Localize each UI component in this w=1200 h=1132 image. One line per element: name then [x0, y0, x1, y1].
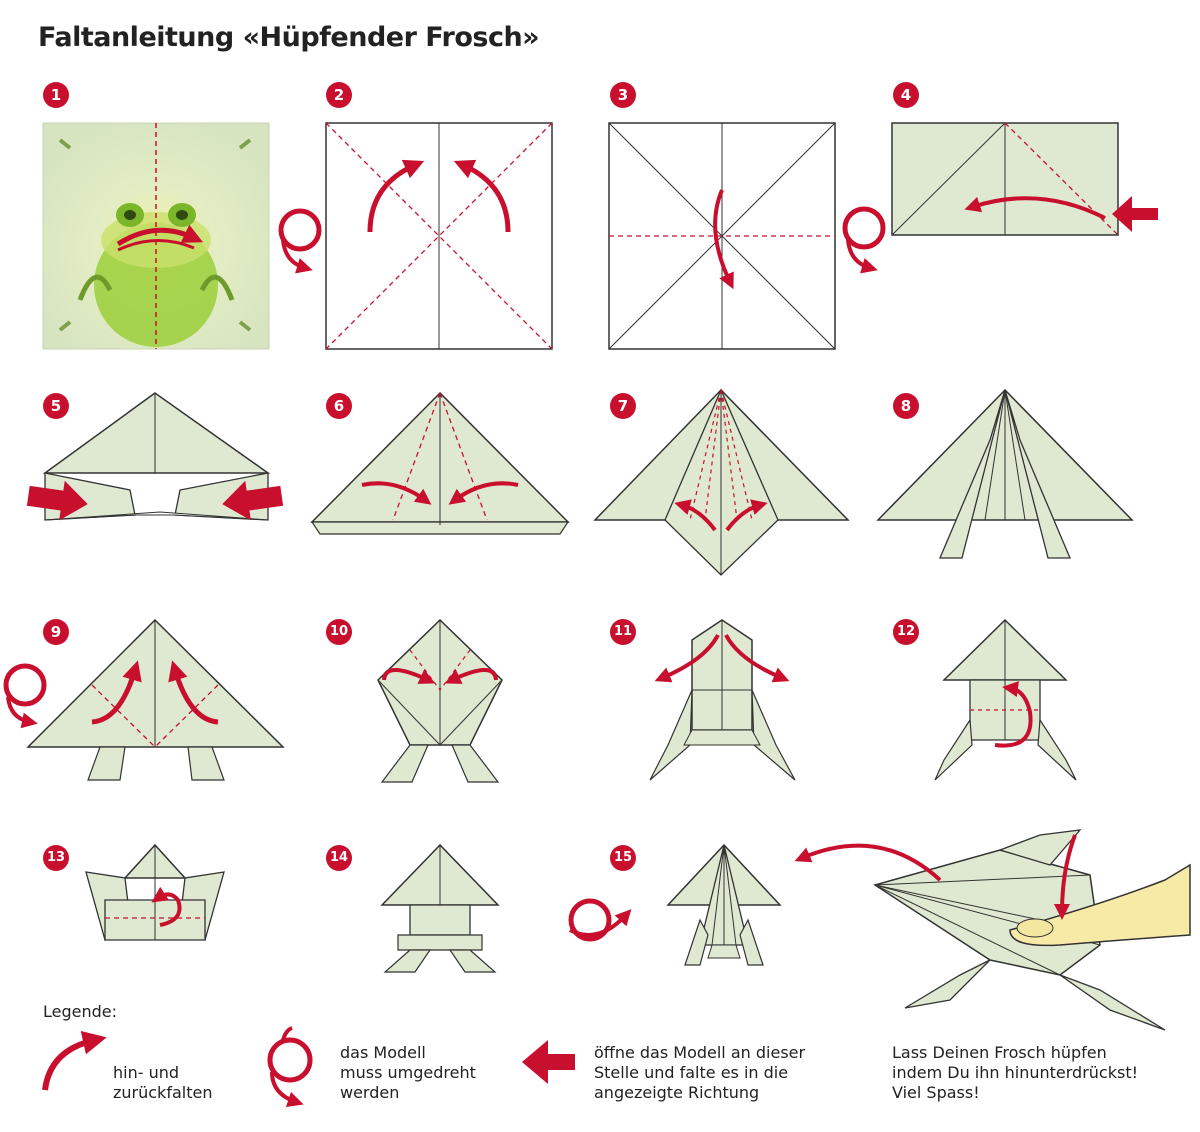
page-title: Faltanleitung «Hüpfender Frosch» — [38, 22, 540, 53]
step-11-illustration — [649, 619, 796, 781]
step-3-illustration — [608, 122, 836, 350]
step-badge-11: 11 — [610, 619, 636, 645]
jumping-frog-illustration — [794, 829, 1191, 1031]
step-badge-3: 3 — [610, 82, 636, 108]
step-6-illustration — [310, 391, 570, 535]
step-badge-12: 12 — [893, 619, 919, 645]
step-4-illustration — [891, 122, 1158, 236]
step-14-illustration — [380, 843, 500, 973]
step-7-illustration — [593, 388, 850, 576]
step-badge-4: 4 — [893, 82, 919, 108]
step-2-illustration — [325, 122, 553, 350]
step-badge-15: 15 — [610, 845, 636, 871]
finger-icon — [1009, 863, 1191, 947]
step-badge-5: 5 — [43, 393, 69, 419]
step-13-illustration — [85, 843, 225, 942]
legend-fold-arrow-icon — [42, 1030, 107, 1091]
turn-over-icon — [842, 206, 886, 274]
step-1-illustration — [42, 122, 270, 350]
step-badge-10: 10 — [326, 619, 352, 645]
step-badge-14: 14 — [326, 845, 352, 871]
step-8-illustration — [876, 388, 1134, 559]
step-5-illustration — [26, 392, 284, 521]
turn-over-icon — [568, 898, 632, 942]
open-arrow-icon — [1112, 196, 1158, 232]
legend-turn-text: das Modell muss umgedreht werden — [340, 1043, 476, 1102]
step-badge-8: 8 — [893, 393, 919, 419]
step-9-illustration — [26, 618, 285, 781]
legend-open-arrow-icon — [522, 1040, 575, 1084]
legend-fold-text: hin- und zurückfalten — [113, 1063, 213, 1102]
turn-over-icon — [278, 208, 322, 274]
step-badge-9: 9 — [43, 619, 69, 645]
turn-over-icon — [3, 663, 47, 729]
legend-turn-over-icon — [267, 1026, 313, 1108]
step-badge-2: 2 — [326, 82, 352, 108]
step-badge-1: 1 — [43, 82, 69, 108]
legend-heading: Legende: — [43, 1002, 118, 1021]
step-15-illustration — [666, 843, 782, 966]
final-note: Lass Deinen Frosch hüpfen indem Du ihn h… — [892, 1043, 1138, 1102]
step-badge-13: 13 — [43, 845, 69, 871]
step-badge-7: 7 — [610, 393, 636, 419]
step-10-illustration — [377, 618, 503, 783]
step-12-illustration — [934, 618, 1077, 781]
step-badge-6: 6 — [326, 393, 352, 419]
legend-open-text: öffne das Modell an dieser Stelle und fa… — [594, 1043, 806, 1102]
